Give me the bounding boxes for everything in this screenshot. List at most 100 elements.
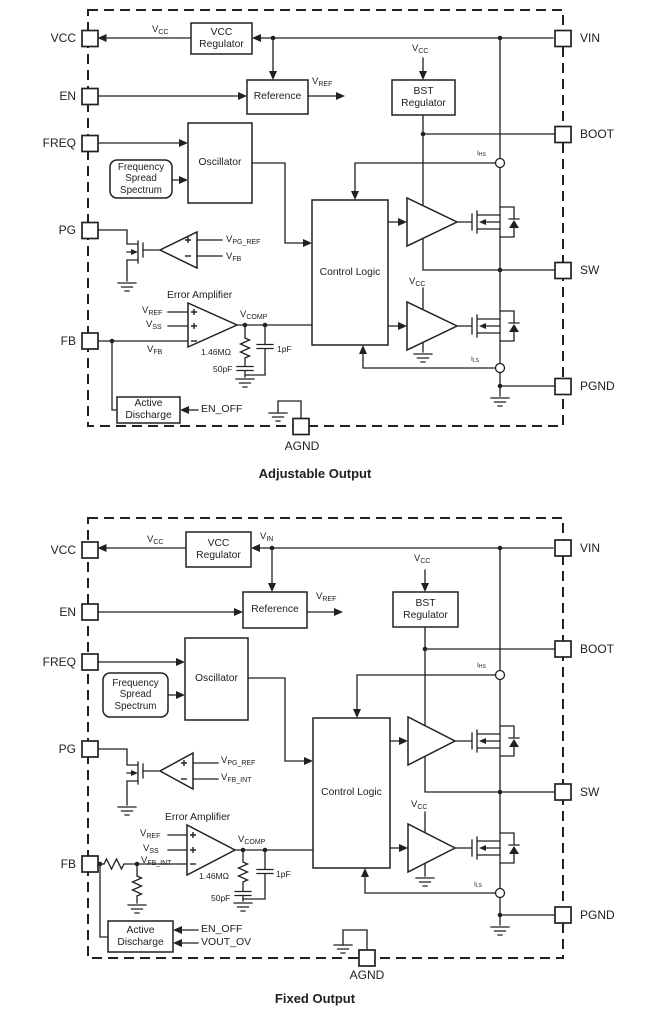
hs-body-diode	[509, 220, 519, 228]
signal-ea-vfb: VFB_INT	[141, 855, 172, 867]
pin-label-sw: SW	[580, 263, 600, 277]
error-amplifier	[186, 823, 237, 877]
ls-current-sense	[494, 887, 506, 899]
block-label-oscillator: Oscillator	[195, 673, 238, 685]
plus-sign	[191, 323, 197, 329]
pin-label-fb: FB	[60, 857, 76, 871]
error-amplifier	[187, 301, 239, 349]
hs-current-sense	[494, 669, 506, 681]
signal-ea-vfb: VFB	[147, 344, 163, 356]
pin-boot	[554, 640, 572, 658]
pin-fb	[81, 855, 99, 873]
pin-fb	[81, 332, 99, 350]
signal-ils: ILS	[471, 356, 480, 364]
pin-pgnd	[554, 377, 572, 396]
pin-label-agnd: AGND	[284, 439, 320, 453]
block-reference	[246, 79, 309, 115]
pin-vin	[554, 539, 572, 557]
signal-bst-vcc: VCC	[412, 43, 429, 55]
error-amplifier-title: Error Amplifier	[165, 812, 231, 823]
pin-label-boot: BOOT	[580, 642, 615, 656]
signal-ea-vss: VSS	[143, 843, 159, 855]
pin-label-pgnd: PGND	[580, 908, 615, 922]
signal-ea-vref: VREF	[140, 828, 161, 840]
block-oscillator	[187, 122, 253, 204]
plus-sign	[190, 847, 196, 853]
block-label-control-logic: Control Logic	[319, 266, 381, 278]
pin-label-vcc: VCC	[50, 543, 76, 557]
signal-vcc-out: VCC	[147, 534, 164, 546]
hs-body-diode	[509, 739, 519, 747]
ls-body-diode	[509, 324, 519, 332]
ic-boundary	[87, 517, 564, 959]
comp-resistor-value: 1.46MΩ	[201, 347, 231, 357]
plus-sign	[181, 760, 187, 766]
pin-label-freq: FREQ	[42, 655, 76, 669]
pin-pg	[81, 221, 99, 240]
block-vcc-regulator	[185, 531, 252, 568]
hs-current-sense	[494, 157, 506, 169]
ff-cap-value: 1pF	[276, 869, 291, 879]
pin-squares	[81, 29, 572, 436]
pin-pg	[81, 740, 99, 758]
signal-vout-ov: VOUT_OV	[201, 936, 252, 948]
signal-en-off: EN_OFF	[201, 403, 243, 415]
pin-label-vin: VIN	[580, 541, 601, 555]
block-bst-regulator	[392, 591, 459, 628]
pin-label-pg: PG	[58, 223, 76, 237]
block-freq-spread-spectrum	[102, 672, 169, 718]
block-control-logic	[311, 199, 389, 346]
pin-sw	[554, 783, 572, 801]
pin-vin	[554, 29, 572, 48]
plus-sign	[190, 832, 196, 838]
comp-cap-value: 50pF	[211, 893, 231, 903]
block-control-logic	[312, 717, 391, 869]
ground-symbols	[117, 806, 510, 954]
pin-freq	[81, 653, 99, 671]
signal-ea-vref: VREF	[142, 305, 163, 317]
pin-label-pg: PG	[58, 742, 76, 756]
ground-symbols	[117, 282, 510, 422]
pin-label-vin: VIN	[580, 31, 601, 45]
ls-gate-driver	[407, 822, 457, 874]
wiring	[96, 37, 557, 422]
ls-current-sense	[494, 362, 506, 374]
comp-resistor-value: 1.46MΩ	[199, 871, 229, 881]
pin-label-fb: FB	[60, 334, 76, 348]
pin-pgnd	[554, 906, 572, 924]
block-label-reference: Reference	[251, 604, 299, 616]
block-oscillator	[184, 637, 249, 721]
signal-vcomp: VCOMP	[238, 834, 266, 846]
plus-sign	[185, 237, 191, 243]
ff-cap-value: 1pF	[277, 344, 292, 354]
junction-dots	[109, 35, 503, 389]
pin-label-boot: BOOT	[580, 127, 615, 141]
ls-body-diode	[509, 846, 519, 854]
signal-vpg-ref: VPG_REF	[221, 755, 256, 767]
pin-label-sw: SW	[580, 785, 600, 799]
diagram-caption: Fixed Output	[274, 991, 356, 1006]
signal-ihs: IHS	[477, 150, 486, 158]
plus-sign	[191, 309, 197, 315]
pg-comparator	[158, 230, 198, 270]
signal-vpg-ref: VPG_REF	[226, 234, 261, 246]
signal-drv-vcc: VCC	[411, 799, 428, 811]
pin-sw	[554, 261, 572, 280]
pin-label-en: EN	[59, 605, 76, 619]
pin-label-agnd: AGND	[349, 968, 385, 982]
signal-drv-vcc: VCC	[409, 276, 426, 288]
signal-pg-vfb: VFB_INT	[221, 772, 252, 784]
ic-boundary	[87, 9, 564, 427]
pg-comparator	[158, 751, 194, 791]
hs-gate-driver	[407, 715, 457, 767]
